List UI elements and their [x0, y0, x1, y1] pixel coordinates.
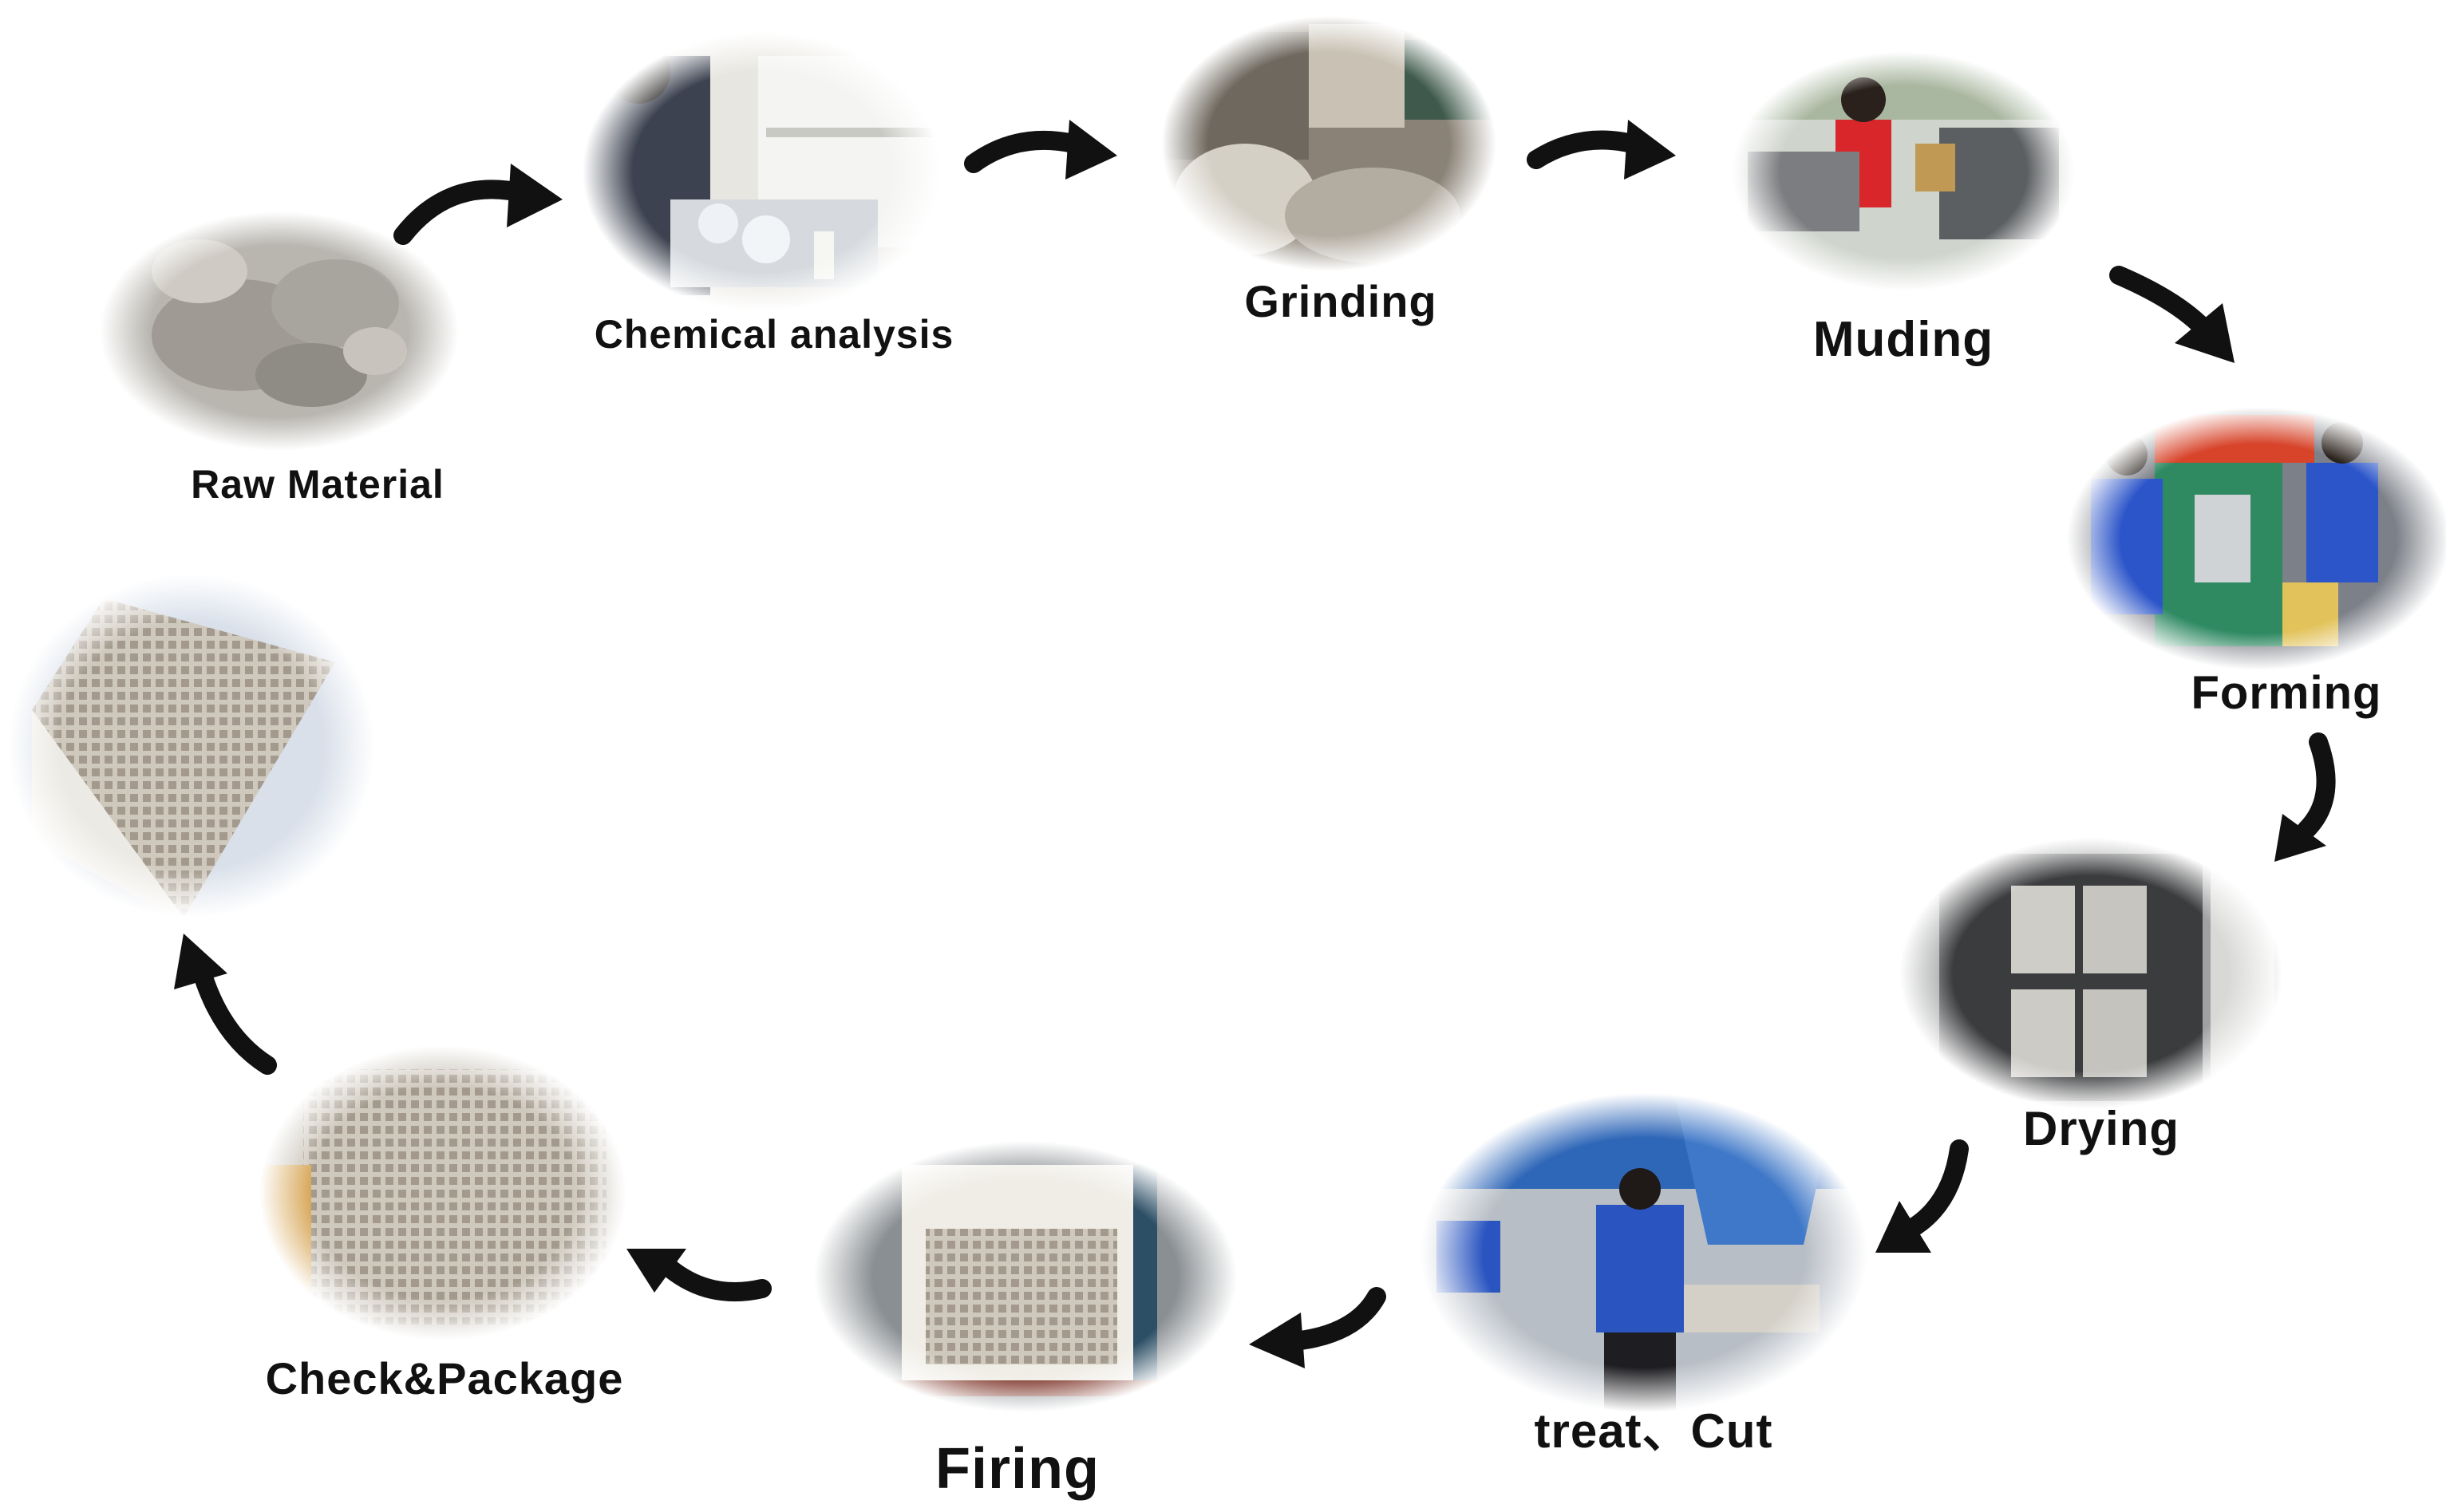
- forming-label: Forming: [2191, 667, 2382, 719]
- grinding-photo: [1157, 16, 1500, 279]
- chemical-analysis-photo: [575, 24, 950, 319]
- treat-cut-label: treat、Cut: [1534, 1404, 1773, 1458]
- arrow-5: [2274, 732, 2336, 862]
- drying-label: Drying: [2022, 1102, 2180, 1155]
- drying-photo: [1899, 838, 2282, 1109]
- arrow-9: [174, 934, 277, 1075]
- arrow-6: [1875, 1139, 1969, 1253]
- chemical-analysis-label: Chemical analysis: [594, 312, 954, 357]
- raw-material-label: Raw Material: [191, 462, 445, 507]
- arrow-1: [393, 164, 563, 245]
- arrow-4: [2109, 266, 2235, 363]
- check-package-label: Check&Package: [265, 1353, 624, 1403]
- arrow-8: [626, 1249, 772, 1302]
- muding-label: Muding: [1812, 312, 1994, 367]
- raw-material-photo: [96, 207, 463, 455]
- grinding-label: Grinding: [1244, 276, 1437, 326]
- arrow-7: [1249, 1287, 1386, 1368]
- muding-photo: [1728, 48, 2079, 295]
- forming-photo: [2067, 407, 2446, 670]
- treat-cut-photo: [1421, 1093, 1867, 1412]
- check-package-photo: [255, 1045, 630, 1340]
- firing-label: Firing: [935, 1437, 1100, 1501]
- finished-product-photo: [8, 574, 375, 922]
- arrow-3: [1527, 120, 1676, 180]
- arrow-2: [964, 120, 1117, 180]
- firing-photo: [814, 1141, 1237, 1412]
